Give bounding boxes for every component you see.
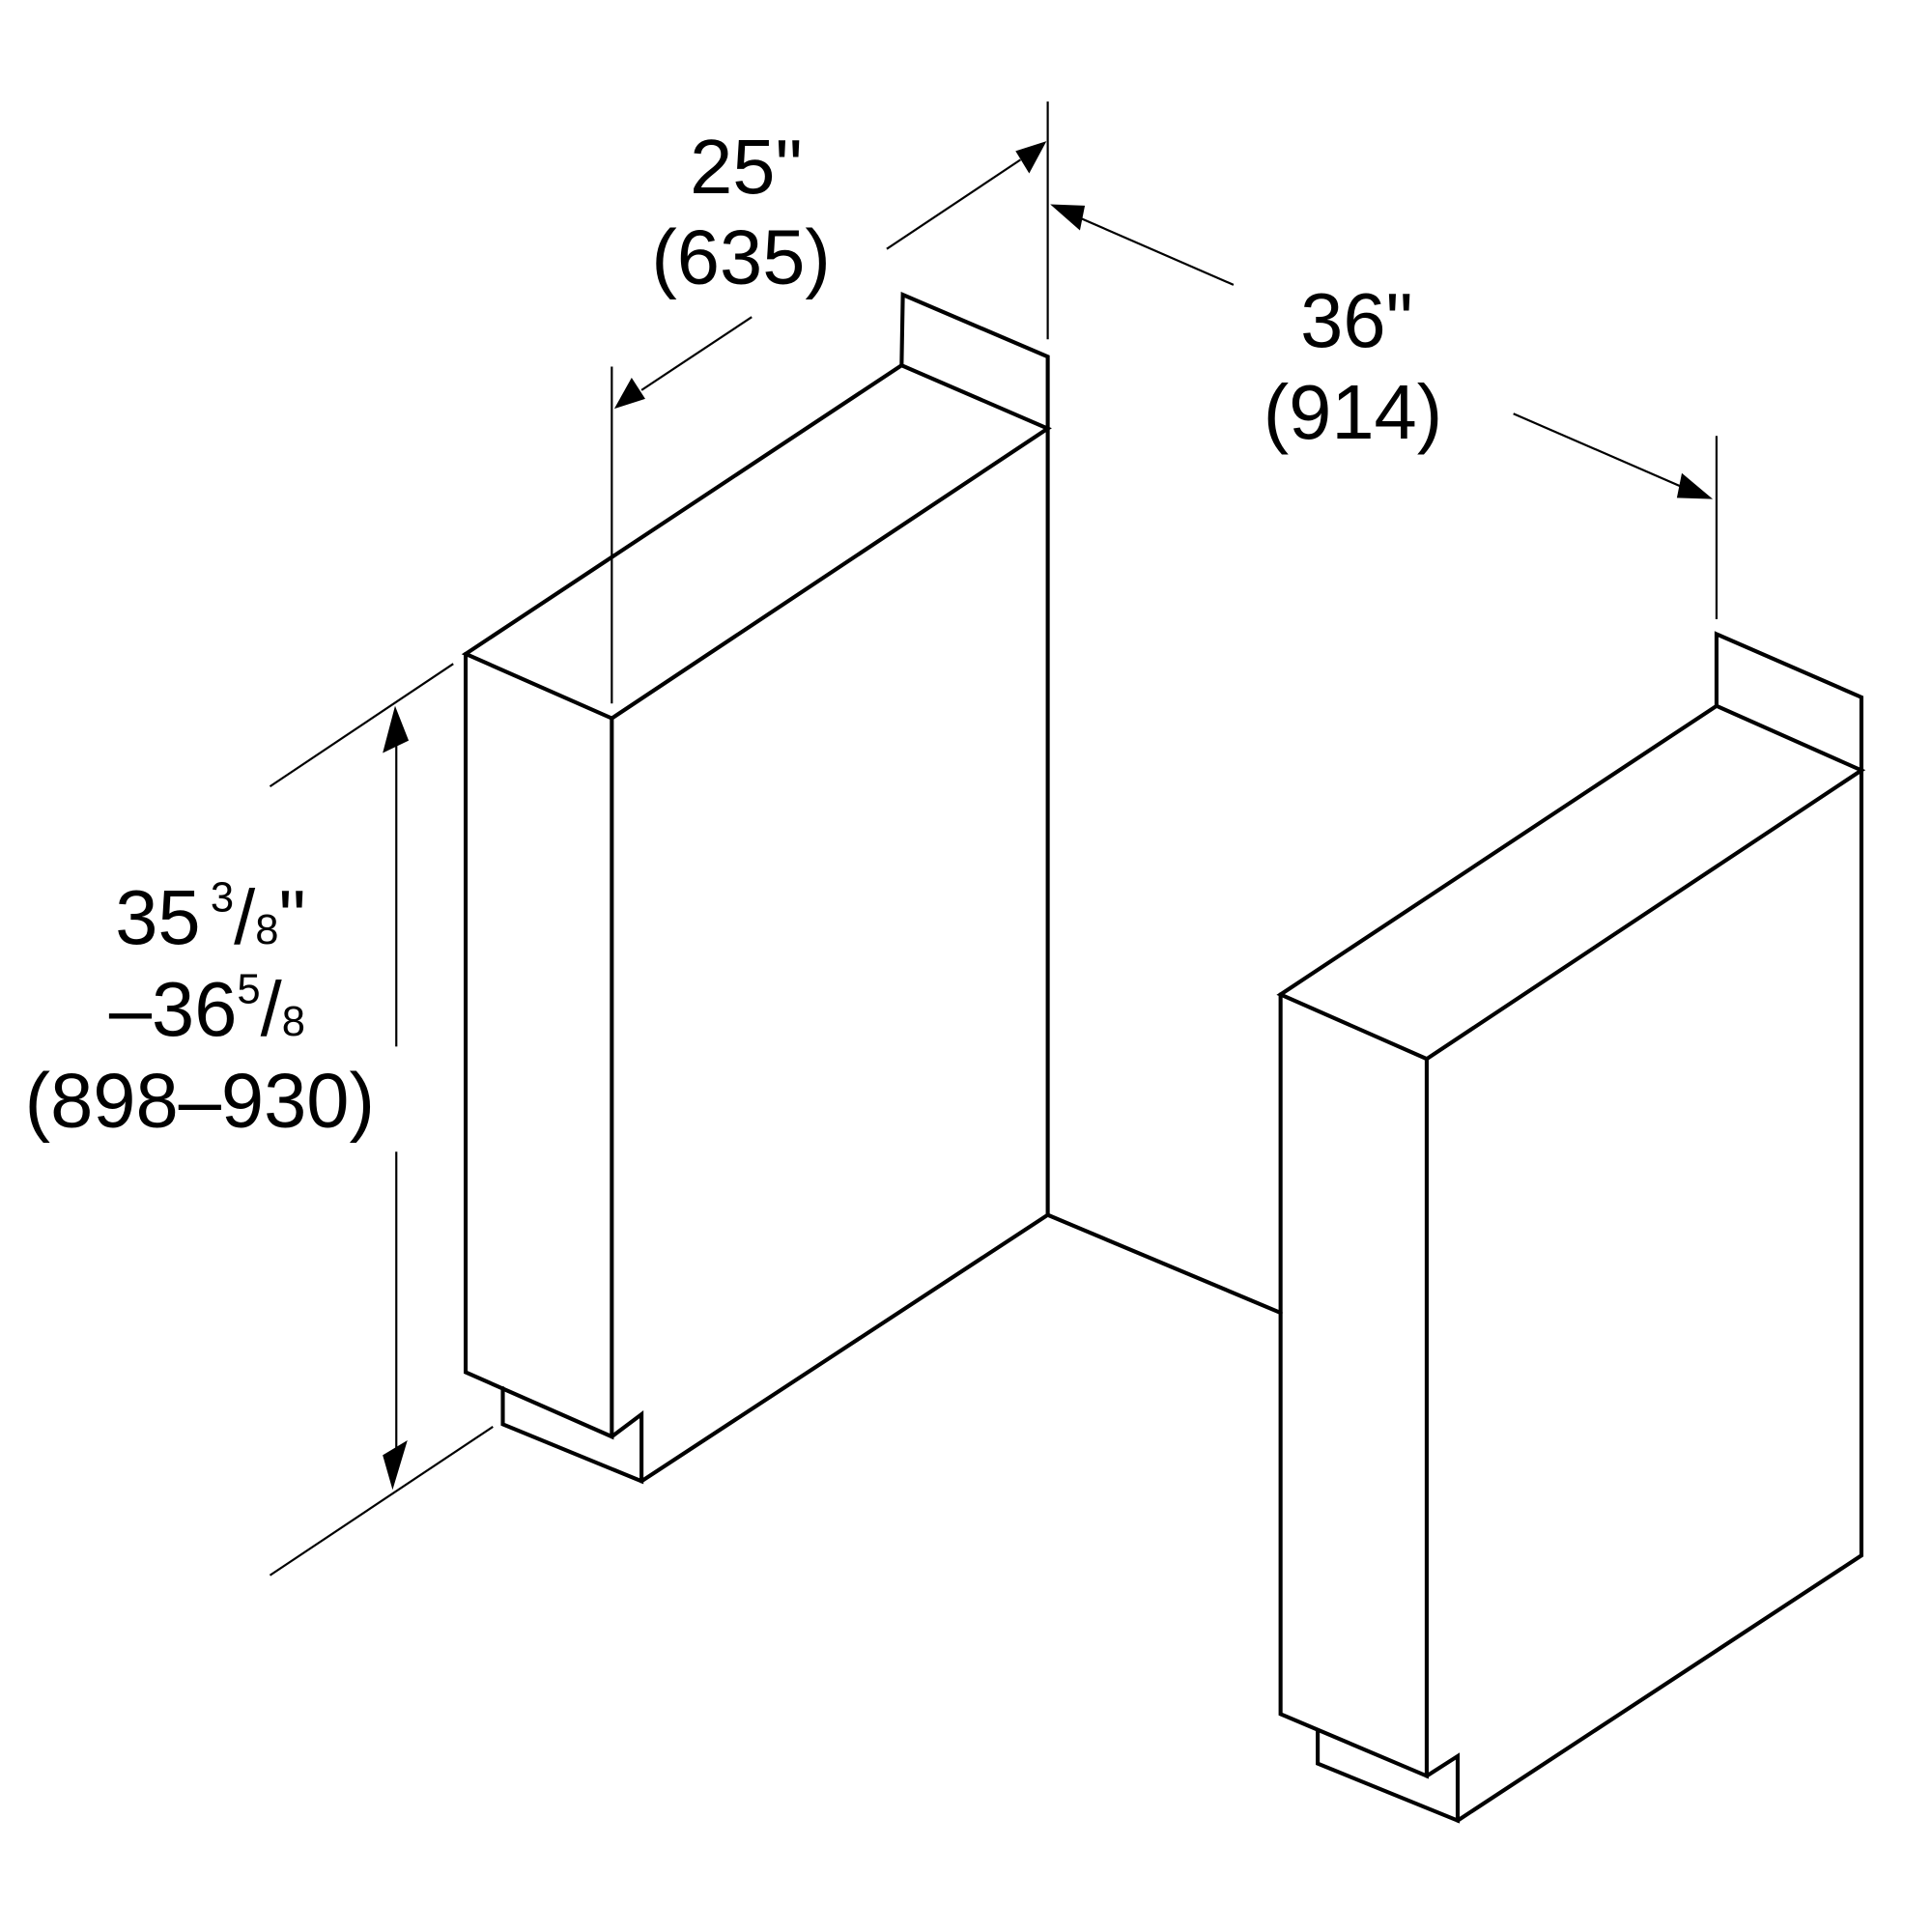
width-dimension-line-left [1079,216,1235,286]
depth-dimension-line-lower [640,316,753,391]
depth-dimension: 25" (635) [611,101,1049,704]
height-label-mm: (898–930) [25,1058,375,1144]
width-dimension: 36" (914) [1050,204,1719,620]
left-cabinet-side-face [464,651,614,1440]
left-cabinet-top-face [461,362,1052,721]
right-cabinet [1276,631,1866,1824]
arrowhead-icon [1015,141,1047,174]
depth-label-inches: 25" [690,124,803,210]
right-cabinet-toe-kick [1316,1727,1461,1824]
right-cabinet-back-flap [1714,631,1863,773]
left-cabinet-toe-kick [500,1386,644,1485]
arrowhead-icon [613,378,645,410]
width-label-mm: (914) [1264,369,1443,455]
arrowhead-icon [383,705,410,753]
right-cabinet-side-face [1278,992,1429,1779]
floor-wall-joint-line [1045,1212,1283,1316]
height-extension-line-top [269,663,454,788]
right-cabinet-front-face [1455,768,1863,1823]
left-cabinet [461,292,1052,1485]
height-extension-line-bottom [269,1426,494,1577]
width-label-inches: 36" [1300,277,1413,363]
height-label-max: –365/8 [109,966,305,1052]
arrowhead-icon [383,1440,408,1491]
depth-label-mm: (635) [651,214,831,300]
left-cabinet-back-flap [899,292,1050,431]
arrowhead-icon [1676,472,1714,499]
right-cabinet-top-face [1276,703,1866,1062]
depth-dimension-line-upper [886,158,1022,250]
left-cabinet-front-face [639,426,1050,1484]
width-dimension-line-right [1513,412,1686,490]
arrowhead-icon [1050,204,1086,231]
